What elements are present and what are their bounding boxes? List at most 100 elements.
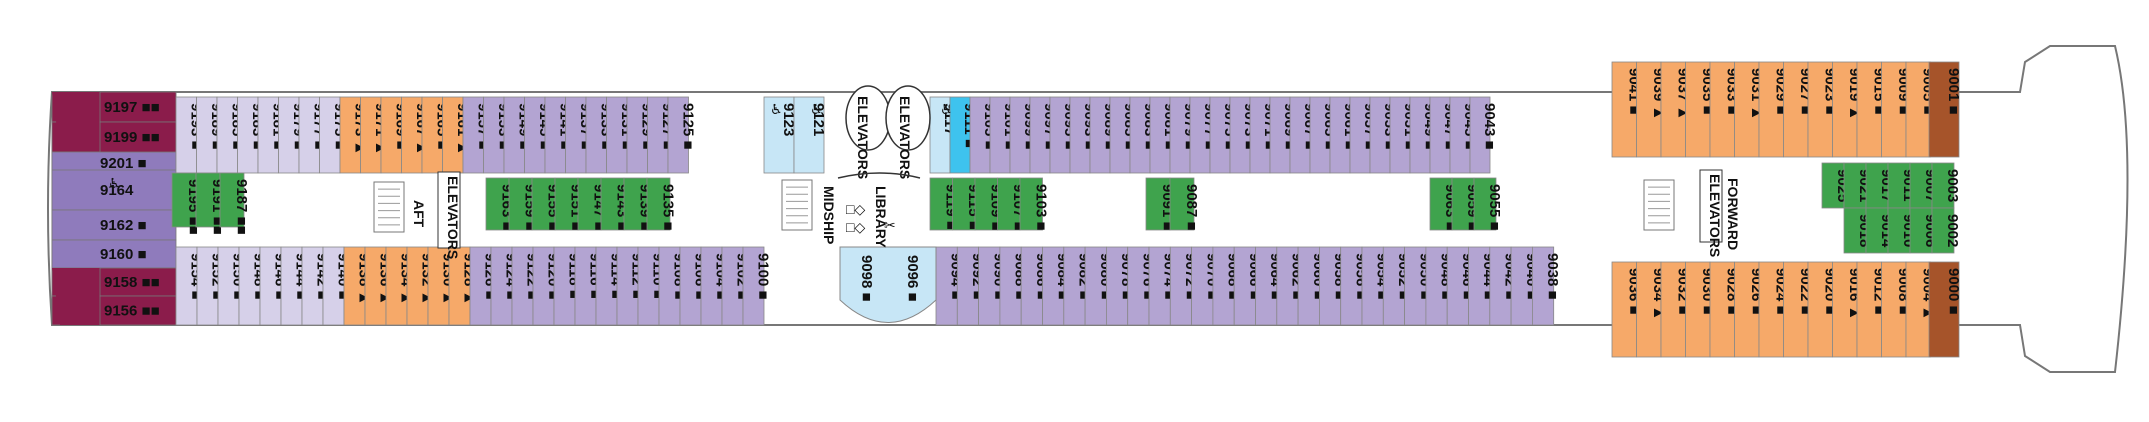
cabin-number-9001: 9001 ■ bbox=[1945, 68, 1962, 115]
cabin-box-9020 bbox=[1807, 261, 1833, 358]
cabin-box-9022 bbox=[1783, 261, 1809, 358]
accessible-icon: ♿ bbox=[770, 101, 783, 117]
cabin-box-9125 bbox=[667, 96, 689, 174]
cabin-overlay-9199 bbox=[99, 121, 177, 153]
scissors-icon: ✂ bbox=[884, 217, 896, 233]
cabin-box-9029 bbox=[1758, 61, 1784, 158]
cabin-box-9026 bbox=[1734, 261, 1760, 358]
cabin-box-9030 bbox=[1685, 261, 1711, 358]
cabin-number-9100: 9100 ■ bbox=[755, 253, 772, 300]
aft-elevators-label-box bbox=[437, 171, 461, 249]
cabin-9038: 9038 ■ bbox=[1532, 246, 1561, 326]
cabin-box-9195 bbox=[171, 172, 197, 228]
cabin-number-9201: 9201 ■ bbox=[100, 155, 147, 172]
cabin-overlay-9156 bbox=[99, 295, 177, 326]
cabin-number-9000: 9000 ■ bbox=[1945, 268, 1962, 315]
cabin-box-9160 bbox=[51, 239, 177, 269]
cabin-9103: 9103 ■ bbox=[1019, 177, 1049, 231]
cabin-9157: 9157 ■ bbox=[462, 96, 491, 174]
cabin-number-9043: 9043 ■ bbox=[1481, 103, 1498, 150]
cabin-number-9164: 9164 bbox=[100, 182, 134, 199]
cabin-label-9197: 9197 ■■ bbox=[104, 99, 160, 116]
cabin-number-9098: 9098 ■ bbox=[858, 255, 875, 302]
cabin-box-9001 bbox=[1928, 61, 1960, 158]
cabin-box-9087 bbox=[1169, 177, 1195, 231]
cabin-9023: 9023 ■ bbox=[1807, 61, 1838, 158]
cabin-number-9160: 9160 ■ bbox=[100, 246, 147, 263]
cabin-box-9002 bbox=[1931, 207, 1955, 254]
cabin-box-9027 bbox=[1783, 61, 1809, 158]
midship-stairs bbox=[781, 179, 813, 231]
forward-stairs-frame bbox=[1643, 179, 1675, 231]
cabin-number-9135: 9135 ■ bbox=[660, 184, 677, 231]
cabin-box-9032 bbox=[1660, 261, 1686, 358]
midship-label: MIDSHIP bbox=[821, 186, 837, 244]
cabin-label-9156: 9156 ■■ bbox=[104, 303, 160, 320]
cabin-box-9004 bbox=[1905, 261, 1931, 358]
cabin-number-9055: 9055 ■ bbox=[1486, 184, 1503, 231]
accessible-icon: ♿ bbox=[108, 175, 121, 191]
accessible-icon: ♿ bbox=[810, 101, 823, 117]
cabin-box-9039 bbox=[1636, 61, 1662, 158]
cabin-9135: 9135 ■ bbox=[646, 177, 677, 231]
cabin-box-9000 bbox=[1928, 261, 1960, 358]
cabin-box-9009 bbox=[1881, 61, 1907, 158]
cabin-9003: 9003 bbox=[1931, 162, 1961, 209]
aft-suite-wing-top bbox=[52, 92, 100, 150]
cabin-9043: 9043 ■ bbox=[1469, 96, 1498, 174]
cabin-9001: 9001 ■ bbox=[1928, 61, 1962, 158]
cabin-number-9096: 9096 ■ bbox=[904, 255, 921, 302]
cabin-number-9121: 9121 bbox=[810, 103, 827, 136]
cabin-box-9008 bbox=[1881, 261, 1907, 358]
cabin-9123: 9123 bbox=[763, 96, 797, 174]
cabin-box-9038 bbox=[1532, 246, 1555, 326]
cabin-number-9123: 9123 bbox=[780, 103, 797, 136]
library-arc bbox=[837, 172, 921, 179]
forward-elevators-label: ELEVATORS bbox=[1707, 174, 1723, 257]
aft-stairs-frame bbox=[373, 181, 405, 233]
cabin-9077: 9077 ■ bbox=[1189, 96, 1218, 174]
cabin-number-9038: 9038 ■ bbox=[1544, 253, 1561, 300]
cabin-number-9002: 9002 bbox=[1944, 214, 1961, 247]
cabin-box-9100 bbox=[742, 246, 765, 326]
cabin-box-9023 bbox=[1807, 61, 1833, 158]
cabin-9035: 9035 ■ bbox=[1685, 61, 1716, 158]
cabin-label-9158: 9158 ■■ bbox=[104, 274, 160, 291]
chair-icon: □◇ bbox=[846, 201, 865, 217]
library-label: LIBRARY bbox=[873, 186, 889, 248]
cabin-9055: 9055 ■ bbox=[1473, 177, 1503, 231]
cabin-box-9028 bbox=[1709, 261, 1735, 358]
cabin-9027: 9027 ■ bbox=[1783, 61, 1814, 158]
cabin-box-9037 bbox=[1660, 61, 1686, 158]
forward-label: FORWARD bbox=[1725, 178, 1741, 250]
cabin-number-9125: 9125 ■ bbox=[679, 103, 696, 150]
cabin-box-9055 bbox=[1473, 177, 1497, 231]
cabin-box-9187 bbox=[219, 172, 245, 228]
cabin-9121: 9121 bbox=[793, 96, 827, 174]
midship-elevators-label-left: ELEVATORS bbox=[855, 96, 871, 179]
midship-elevators-label-right: ELEVATORS bbox=[897, 96, 913, 179]
forward-elevators-label-box bbox=[1699, 169, 1723, 243]
cabin-9022: 9022 ■ bbox=[1783, 261, 1814, 358]
cabin-9187: 9187 ■■ bbox=[219, 172, 250, 235]
cabin-9148: 9148 ■ bbox=[238, 246, 268, 326]
cabin-box-9012 bbox=[1856, 261, 1882, 358]
cabin-box-9191 bbox=[195, 172, 221, 228]
forward-stairs bbox=[1643, 179, 1675, 231]
aft-elevators-label: ELEVATORS bbox=[445, 176, 461, 259]
midship-stairs-frame bbox=[781, 179, 813, 231]
cabin-number-9162: 9162 ■ bbox=[100, 217, 147, 234]
aft-label: AFT bbox=[411, 200, 427, 228]
cabin-box-9091 bbox=[1145, 177, 1171, 231]
cabin-box-9034 bbox=[1636, 261, 1662, 358]
cabin-number-9103: 9103 ■ bbox=[1032, 184, 1049, 231]
cabin-box-9024 bbox=[1758, 261, 1784, 358]
midship-elevator-pod-right bbox=[885, 85, 931, 151]
cabin-number-9087: 9087 ■ bbox=[1183, 184, 1200, 231]
chair-icon-2: □◇ bbox=[846, 219, 865, 235]
cabin-box-9036 bbox=[1611, 261, 1637, 358]
cabin-9002: 9002 bbox=[1931, 207, 1961, 254]
cabin-9125: 9125 ■ bbox=[667, 96, 696, 174]
aft-stairs bbox=[373, 181, 405, 233]
